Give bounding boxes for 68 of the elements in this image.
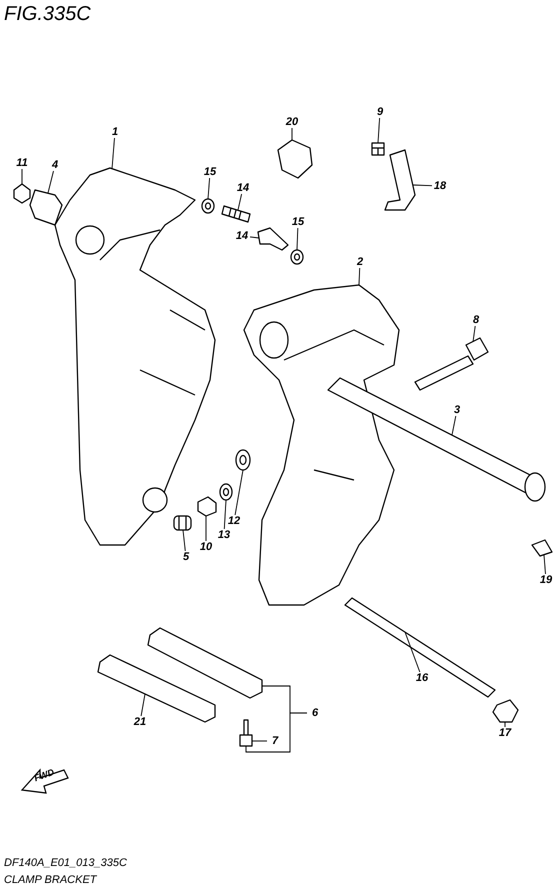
leader-line bbox=[412, 184, 432, 186]
leader-line bbox=[544, 554, 546, 574]
tilt-rod-drawing bbox=[327, 377, 546, 502]
callout-number: 20 bbox=[284, 116, 300, 128]
callout-number: 15 bbox=[202, 166, 218, 178]
bracket-clip-drawing bbox=[384, 149, 416, 211]
callout-number: 16 bbox=[414, 672, 430, 684]
callout-number: 14 bbox=[235, 182, 251, 194]
callout-number: 18 bbox=[432, 180, 448, 192]
callout-number: 12 bbox=[226, 515, 242, 527]
leader-line bbox=[208, 178, 210, 200]
callout-number: 9 bbox=[372, 106, 388, 118]
bolt-drawing bbox=[239, 719, 253, 747]
callout-number: 11 bbox=[14, 157, 30, 169]
gasket-drawing bbox=[29, 189, 63, 226]
callout-number: 10 bbox=[198, 541, 214, 553]
callout-number: 15 bbox=[290, 216, 306, 228]
washer-drawing bbox=[219, 483, 233, 501]
callout-number: 21 bbox=[132, 716, 148, 728]
callout-number: 6 bbox=[307, 707, 323, 719]
leader-line bbox=[140, 694, 146, 716]
callout-number: 2 bbox=[352, 256, 368, 268]
leader-line bbox=[358, 268, 360, 286]
washer-drawing bbox=[201, 198, 215, 214]
leader-line bbox=[472, 326, 476, 342]
leader-line bbox=[238, 194, 242, 210]
leader-line bbox=[252, 740, 268, 742]
rod-drawing bbox=[344, 597, 496, 698]
callout-number: 3 bbox=[449, 404, 465, 416]
callout-number: 4 bbox=[47, 159, 63, 171]
bolt-drawing bbox=[414, 337, 489, 391]
bolt-drawing bbox=[221, 205, 251, 223]
callout-number: 14 bbox=[234, 230, 250, 242]
leader-line bbox=[504, 722, 506, 728]
nut-drawing bbox=[197, 496, 217, 517]
leader-line bbox=[250, 236, 260, 238]
collar-drawing bbox=[173, 515, 192, 531]
nut-drawing bbox=[13, 183, 31, 204]
leader-line bbox=[112, 138, 115, 170]
plate-drawing bbox=[147, 627, 263, 699]
leader-line bbox=[246, 712, 308, 752]
leader-line bbox=[452, 416, 456, 436]
figure-title: FIG.335C bbox=[4, 4, 91, 24]
leader-line bbox=[224, 500, 226, 530]
callout-number: 5 bbox=[178, 551, 194, 563]
callout-number: 7 bbox=[267, 735, 283, 747]
callout-number: 17 bbox=[497, 727, 513, 739]
figure-caption: CLAMP BRACKET bbox=[4, 875, 97, 886]
callout-number: 8 bbox=[468, 314, 484, 326]
leader-line bbox=[378, 118, 380, 144]
callout-number: 1 bbox=[107, 126, 123, 138]
bolt-drawing bbox=[257, 227, 289, 251]
leader-line bbox=[48, 170, 54, 194]
leader-line bbox=[182, 530, 186, 552]
washer-drawing bbox=[290, 249, 304, 265]
screw-drawing bbox=[371, 142, 385, 156]
figure-code: DF140A_E01_013_335C bbox=[4, 858, 127, 869]
cap-drawing bbox=[277, 139, 313, 179]
callout-number: 19 bbox=[538, 574, 554, 586]
leader-line bbox=[234, 470, 244, 516]
leader-line bbox=[404, 632, 420, 672]
nut-drawing bbox=[492, 699, 519, 723]
clamp-bracket-drawing bbox=[243, 284, 400, 606]
bolt-drawing bbox=[531, 539, 553, 557]
plate-drawing bbox=[97, 654, 216, 723]
leader-line bbox=[296, 228, 298, 250]
washer-drawing bbox=[235, 449, 251, 471]
callout-number: 13 bbox=[216, 529, 232, 541]
